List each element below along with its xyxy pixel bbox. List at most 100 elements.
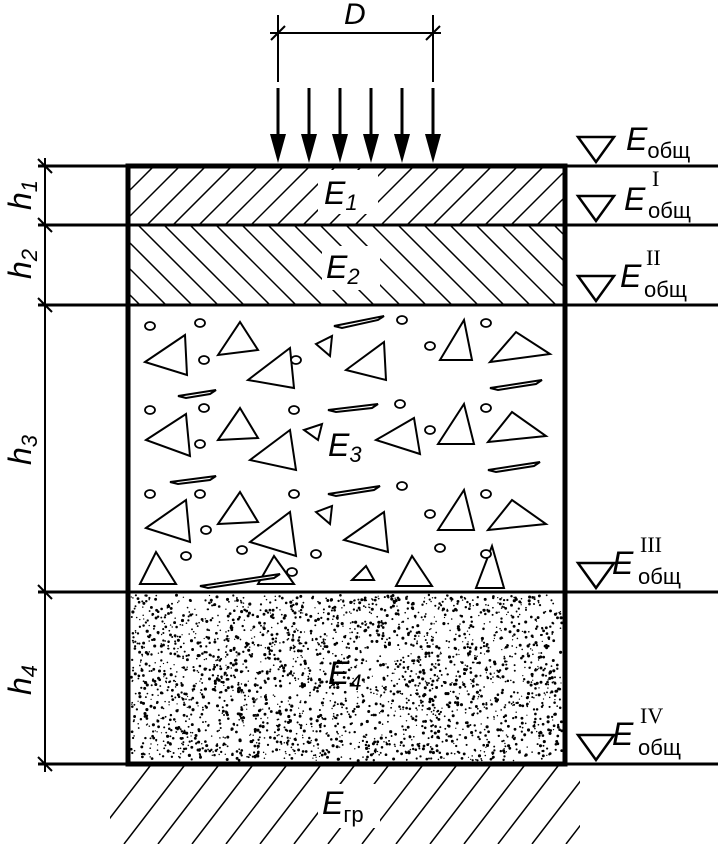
sand-grain [276,622,279,625]
sand-grain [293,713,296,716]
sand-grain [344,697,347,700]
sand-grain [422,671,426,675]
sand-grain [356,702,359,705]
sand-grain [218,753,220,756]
sand-grain [475,683,479,686]
sand-grain [531,751,533,753]
sand-grain [343,604,346,607]
sand-grain [379,751,382,754]
sand-grain [292,665,294,668]
sand-grain [278,734,280,736]
sand-grain [160,717,162,720]
sand-grain [354,713,357,716]
sand-grain [472,639,474,641]
sand-grain [227,600,230,603]
sand-grain [237,652,241,656]
sand-grain [176,671,178,673]
sand-grain [476,662,478,664]
sand-grain [205,744,209,748]
sand-grain [259,686,263,690]
sand-grain [430,747,434,751]
sand-grain [538,603,542,607]
sand-grain [361,658,365,662]
sand-grain [199,716,202,719]
sand-grain [295,628,298,630]
sand-grain [197,705,199,707]
sand-grain [513,664,516,667]
sand-grain [418,635,420,637]
sand-grain [235,597,238,599]
sand-grain [337,732,339,735]
sand-grain [556,734,560,738]
sand-grain [309,614,313,618]
hatch-line [345,225,427,305]
sand-grain [485,703,488,706]
sand-grain [240,683,243,685]
sand-grain [493,662,497,666]
sand-grain [458,693,461,695]
sand-grain [230,728,233,731]
sand-grain [150,698,152,701]
sand-grain [308,669,312,672]
sand-grain [376,625,381,629]
sand-grain [217,614,219,617]
sand-grain [462,620,465,624]
sand-grain [351,620,354,624]
sand-grain [279,609,281,611]
sand-grain [429,746,432,748]
sand-grain [357,606,361,610]
sand-grain [429,628,431,631]
sand-grain [443,757,445,759]
stone-triangle [143,412,192,458]
sand-grain [370,714,373,717]
sand-grain [430,628,432,630]
sand-grain [204,729,207,732]
sand-grain [251,755,254,758]
sand-grain [259,724,262,727]
sand-grain [356,691,358,693]
sand-grain [447,718,451,722]
sand-grain [431,724,435,727]
sand-grain [183,650,186,653]
sand-grain [336,614,339,617]
sand-grain [553,701,556,704]
sand-grain [235,756,239,760]
sand-grain [309,632,313,635]
sand-grain [552,669,556,673]
subgrade-hatch-line [191,765,253,844]
sand-grain [280,613,283,616]
stone-triangle [247,510,298,558]
sand-grain [435,716,439,719]
sand-grain [513,633,516,636]
sand-grain [182,743,185,746]
sand-grain [259,622,261,624]
sand-grain [512,737,516,741]
layer-2-hatch [129,225,564,305]
sand-grain [356,631,359,635]
sand-grain [520,721,524,725]
sand-grain [293,645,296,649]
sand-grain [253,644,256,646]
sand-grain [157,633,160,635]
sand-grain [322,657,325,660]
sand-grain [303,631,306,633]
sand-grain [552,724,556,728]
sand-grain [415,707,418,710]
sand-grain [530,731,533,734]
sand-grain [226,686,230,690]
sand-grain [449,660,453,664]
sand-grain [396,682,399,685]
sand-grain [323,642,326,645]
sand-grain [526,692,531,696]
sand-grain [301,656,303,658]
sand-grain [175,709,179,713]
sand-grain [397,626,401,629]
sand-grain [320,680,324,684]
sand-grain [262,751,265,754]
sand-grain [300,654,302,657]
sand-grain [411,607,415,611]
sand-grain [505,663,508,666]
sand-grain [410,669,413,673]
sand-grain [180,737,183,740]
sand-grain [230,674,233,677]
